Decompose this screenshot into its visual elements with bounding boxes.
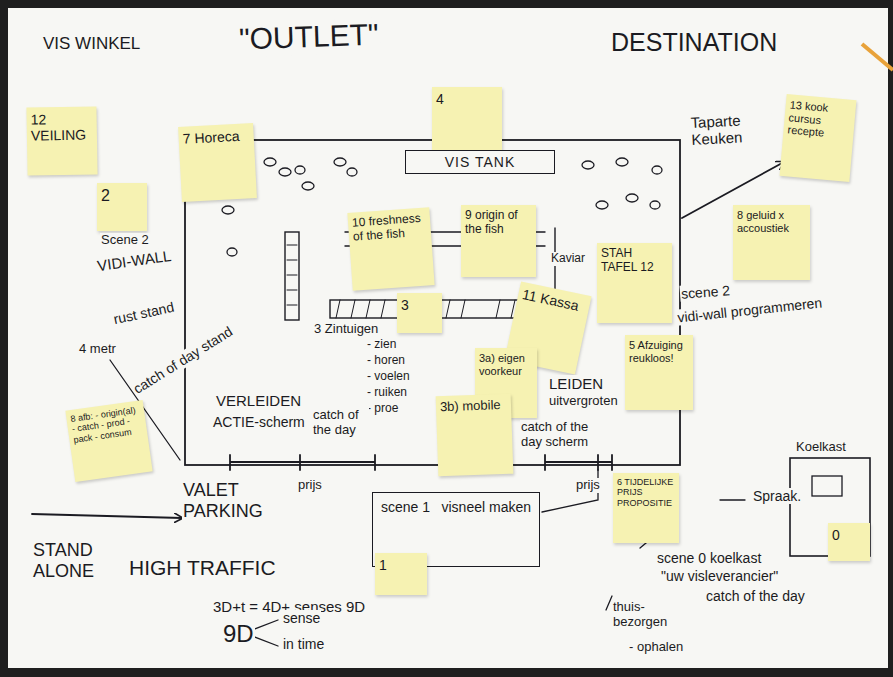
handwritten-label: in time xyxy=(282,636,325,652)
handwritten-label: catch of the day xyxy=(705,588,806,604)
sticky-note: 2 xyxy=(97,183,147,231)
handwritten-label: uitvergroten xyxy=(548,394,619,409)
sticky-note: 8 afb: - origin(al) - catch - prod - pac… xyxy=(65,400,152,482)
sticky-note: STAH TAFEL 12 xyxy=(597,243,672,323)
tank-box: VIS TANK xyxy=(405,150,555,174)
sticky-note: 3 xyxy=(397,293,442,333)
handwritten-label: 9D xyxy=(222,620,255,648)
note-text: 1 xyxy=(379,557,423,573)
note-text: 0 xyxy=(832,527,866,543)
sticky-note: 13 kook cursus recepte xyxy=(780,94,857,182)
note-text: 10 freshness of the fish xyxy=(352,212,428,245)
sticky-note: 6 TIJDELIJKE PRIJS PROPOSITIE xyxy=(613,473,679,543)
sticky-note: 4 xyxy=(432,87,502,159)
sticky-note: 3b) mobile xyxy=(436,394,514,477)
handwritten-label: VALET PARKING xyxy=(182,480,294,521)
handwritten-label: thuis-bezorgen xyxy=(612,600,674,630)
screen-line xyxy=(230,455,375,470)
handwritten-label: Kaviar xyxy=(550,252,586,266)
note-text: STAH TAFEL 12 xyxy=(601,247,668,275)
handwritten-label: "OUTLET" xyxy=(237,18,380,57)
note-text: VIS TANK xyxy=(412,154,548,170)
handwritten-label: prijs xyxy=(575,478,601,493)
shelf xyxy=(285,232,299,320)
arrow xyxy=(32,514,182,518)
note-text: visneel maken xyxy=(442,499,532,515)
handwritten-label: 3 Zintuigen xyxy=(313,322,379,337)
sticky-note: 8 geluid x accoustiek xyxy=(733,205,810,280)
handwritten-label: 4 metr xyxy=(78,342,117,357)
sticky-note: 0 xyxy=(828,523,870,561)
note-text: 6 TIJDELIJKE PRIJS PROPOSITIE xyxy=(617,477,675,508)
handwritten-label: - voelen xyxy=(366,370,411,384)
note-text: scene 1 xyxy=(381,499,430,515)
handwritten-label: Koelkast xyxy=(795,440,847,455)
handwritten-label: LEIDEN xyxy=(548,375,604,392)
note-text: 8 geluid x accoustiek xyxy=(737,209,806,234)
note-text: 3 xyxy=(401,297,438,313)
sticky-note: 7 Horeca xyxy=(178,123,257,202)
note-text: 13 kook cursus recepte xyxy=(787,98,852,141)
handwritten-label: ACTIE-scherm xyxy=(212,414,306,430)
sticky-note: 12 VEILING xyxy=(26,106,97,175)
handwritten-label: scene 0 koelkast xyxy=(656,550,762,566)
note-text: 3a) eigen voorkeur xyxy=(479,352,533,377)
pencil xyxy=(862,44,893,70)
handwritten-label: sense xyxy=(282,610,321,626)
handwritten-label: "uw visleverancier" xyxy=(660,568,779,584)
handwritten-label: - zien xyxy=(366,338,397,352)
handwritten-label: - horen xyxy=(366,354,406,368)
branch-lines xyxy=(252,620,278,646)
handwritten-label: HIGH TRAFFIC xyxy=(128,556,277,580)
handwritten-label: Spraak. xyxy=(752,488,802,504)
sticky-note: 1 xyxy=(375,553,427,595)
sticky-note: 10 freshness of the fish xyxy=(347,207,434,291)
note-text: 5 Afzuiging reukloos! xyxy=(629,339,689,364)
handwritten-label: Scene 2 xyxy=(100,233,150,248)
handwritten-label: - ruiken xyxy=(366,386,408,400)
handwritten-label: prijs xyxy=(297,478,323,493)
handwritten-label: DESTINATION xyxy=(610,28,778,57)
note-text: 4 xyxy=(436,91,498,107)
handwritten-label: Taparte Keuken xyxy=(689,110,773,149)
note-text: 8 afb: - origin(al) - catch - prod - pac… xyxy=(70,404,144,444)
screen-line xyxy=(545,455,612,470)
handwritten-label: - proe xyxy=(366,402,399,416)
note-text: 12 VEILING xyxy=(30,110,93,143)
handwritten-label: catch of the day scherm xyxy=(520,420,612,450)
store-outline xyxy=(185,140,680,465)
handwritten-label: - ophalen xyxy=(628,640,684,655)
sticky-note: 9 origin of the fish xyxy=(461,205,536,277)
note-text: 9 origin of the fish xyxy=(465,209,532,237)
sticky-note: 5 Afzuiging reukloos! xyxy=(625,335,693,410)
handwritten-label: catch of the day xyxy=(312,408,369,438)
handwritten-label: STAND ALONE xyxy=(32,540,124,581)
note-text: 3b) mobile xyxy=(440,398,507,415)
note-text: 7 Horeca xyxy=(182,127,250,147)
handwritten-label: VIS WINKEL xyxy=(42,34,141,54)
handwritten-label: VERLEIDEN xyxy=(215,392,302,409)
note-text: 2 xyxy=(101,187,143,205)
